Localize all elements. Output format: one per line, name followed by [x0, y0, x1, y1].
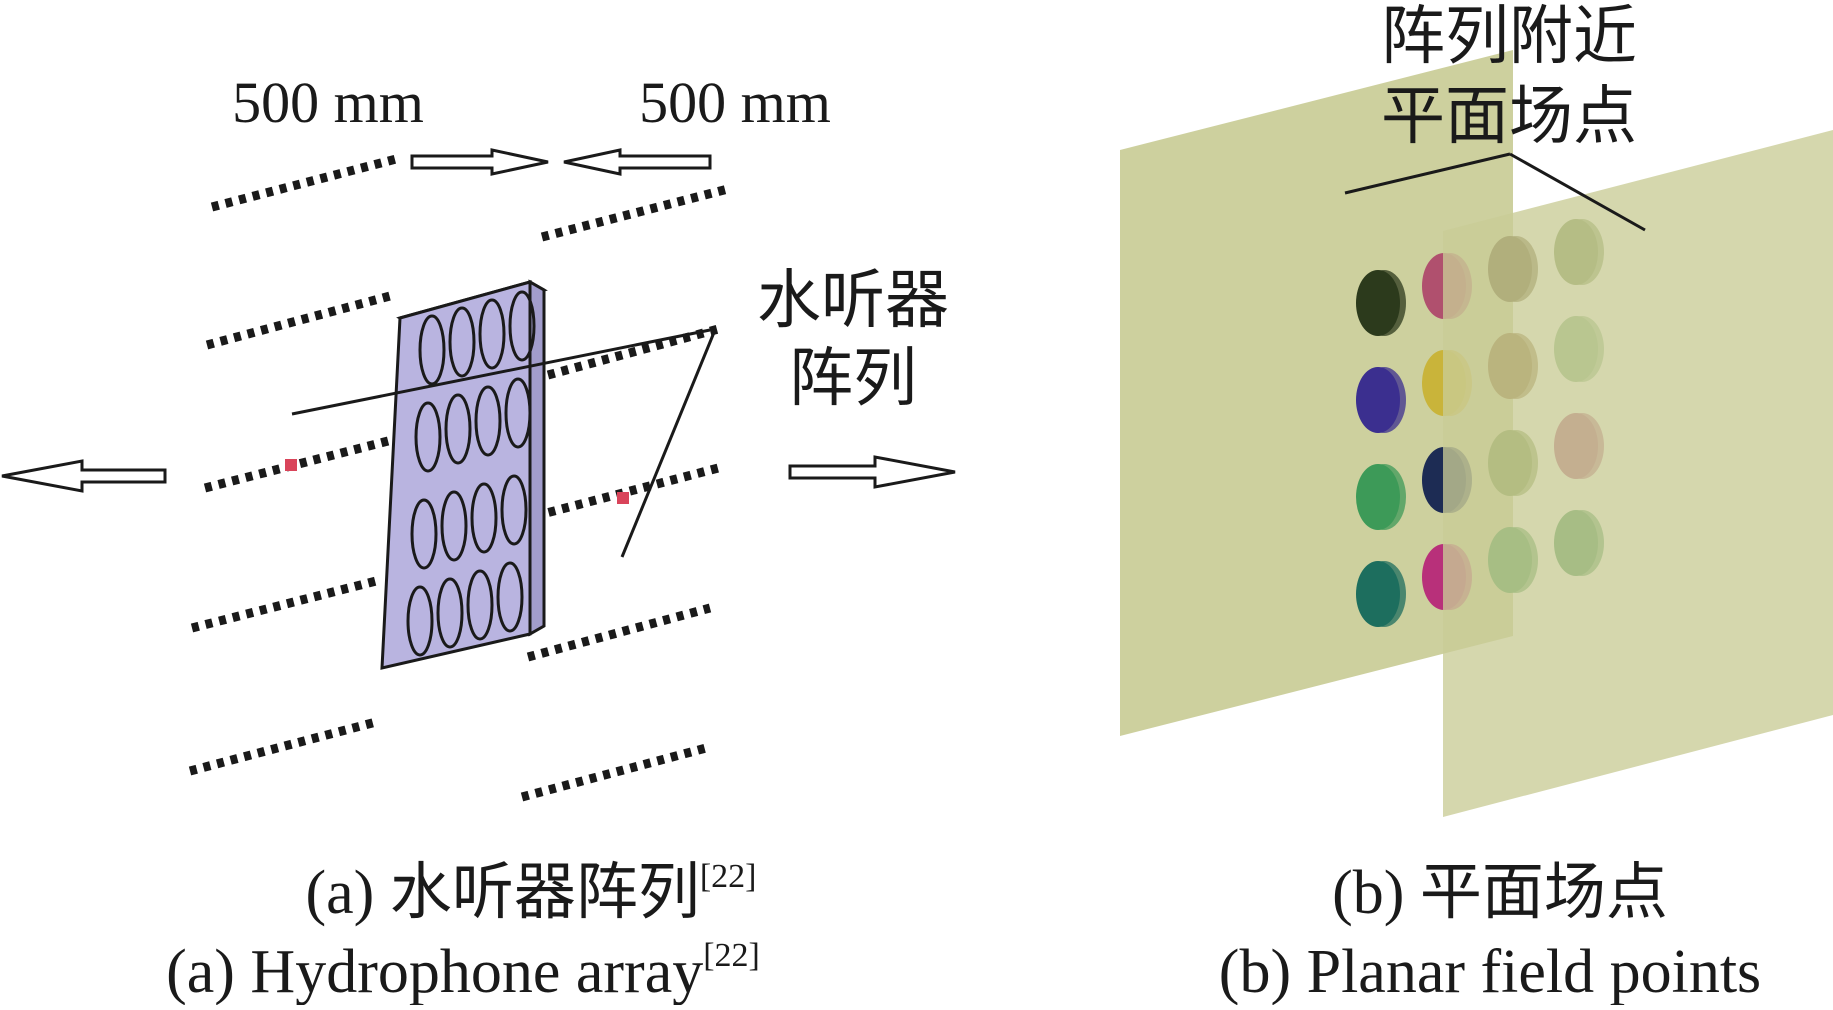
hydrophone-element-ellipse — [474, 385, 502, 457]
hydrophone-element-ellipse — [470, 482, 498, 554]
field-plane-front — [1443, 130, 1833, 817]
field-line-right-2 — [546, 323, 724, 380]
array-label-line2: 阵列 — [789, 343, 917, 414]
field-label-line2: 平面场点 — [1381, 81, 1637, 152]
hydrophone-disc — [1356, 561, 1400, 627]
dim-label-left: 500 mm — [232, 70, 424, 135]
hydrophone-plate — [380, 279, 548, 670]
field-point-lines — [188, 153, 730, 802]
plate-side-face — [528, 279, 546, 637]
field-line-right-5 — [520, 743, 708, 802]
hydrophone-elements — [406, 290, 536, 657]
caption-b-en: (b) Planar field points — [1219, 938, 1761, 1005]
hydrophone-disc — [1356, 464, 1400, 530]
hydrophone-element-ellipse — [504, 377, 532, 449]
hydrophone-disc — [1356, 270, 1400, 336]
label-leader-left — [1344, 152, 1511, 195]
dim-label-right: 500 mm — [639, 70, 831, 135]
field-line-right-3 — [533, 462, 724, 521]
hydrophone-element-ellipse — [448, 306, 476, 378]
hydrophone-element-ellipse — [466, 569, 494, 641]
panel-b: 阵列附近 平面场点 (b) 平面场点 (b) Planar field poin… — [1120, 1, 1833, 1006]
label-leader-right — [1509, 152, 1646, 232]
caption-a-en-ref: [22] — [703, 937, 760, 974]
caption-a-en: (a) Hydrophone array[22] — [166, 937, 760, 1005]
hydrophone-element-ellipse — [410, 498, 438, 570]
caption-a-cn-ref: [22] — [700, 858, 757, 895]
field-plane-back — [1120, 50, 1513, 736]
caption-a-en-text: (a) Hydrophone array — [166, 938, 703, 1005]
hydrophone-element-ellipse — [500, 474, 528, 546]
field-line-left-3 — [203, 435, 394, 493]
caption-a-cn-text: (a) 水听器阵列 — [306, 859, 700, 927]
plate-front-face — [380, 280, 532, 670]
dimension-arrow-left — [563, 148, 712, 176]
caption-a-cn: (a) 水听器阵列[22] — [306, 858, 757, 927]
marker-point-left — [285, 459, 297, 471]
hydrophone-element-ellipse — [440, 490, 468, 562]
field-line-left-1 — [210, 153, 402, 212]
field-line-left-2 — [205, 291, 392, 350]
field-line-left-5 — [188, 717, 378, 776]
marker-point-right — [617, 492, 629, 504]
hydrophone-element-ellipse — [414, 401, 442, 473]
hydrophone-disc — [1356, 367, 1400, 433]
caption-b-cn: (b) 平面场点 — [1332, 859, 1668, 927]
hydrophone-element-ellipse — [418, 314, 446, 386]
panel-a: 500 mm 500 mm — [1, 70, 956, 1006]
hydrophone-element-ellipse — [406, 585, 434, 657]
hydrophone-element-ellipse — [496, 561, 524, 633]
leader-line-horizontal — [291, 328, 711, 416]
hydrophone-element-ellipse — [444, 393, 472, 465]
field-line-right-1 — [540, 184, 730, 242]
direction-arrow-right — [788, 455, 956, 489]
field-line-right-4 — [526, 603, 712, 662]
field-line-left-4 — [190, 575, 382, 633]
hydrophone-element-ellipse — [508, 290, 536, 362]
leader-line-diagonal — [620, 329, 717, 558]
hydrophone-element-ellipse — [478, 298, 506, 370]
hydrophone-element-ellipse — [436, 577, 464, 649]
direction-arrow-left — [1, 459, 167, 493]
field-label-line1: 阵列附近 — [1381, 1, 1637, 72]
dimension-arrow-right — [410, 148, 549, 176]
array-label-line1: 水听器 — [757, 265, 949, 336]
